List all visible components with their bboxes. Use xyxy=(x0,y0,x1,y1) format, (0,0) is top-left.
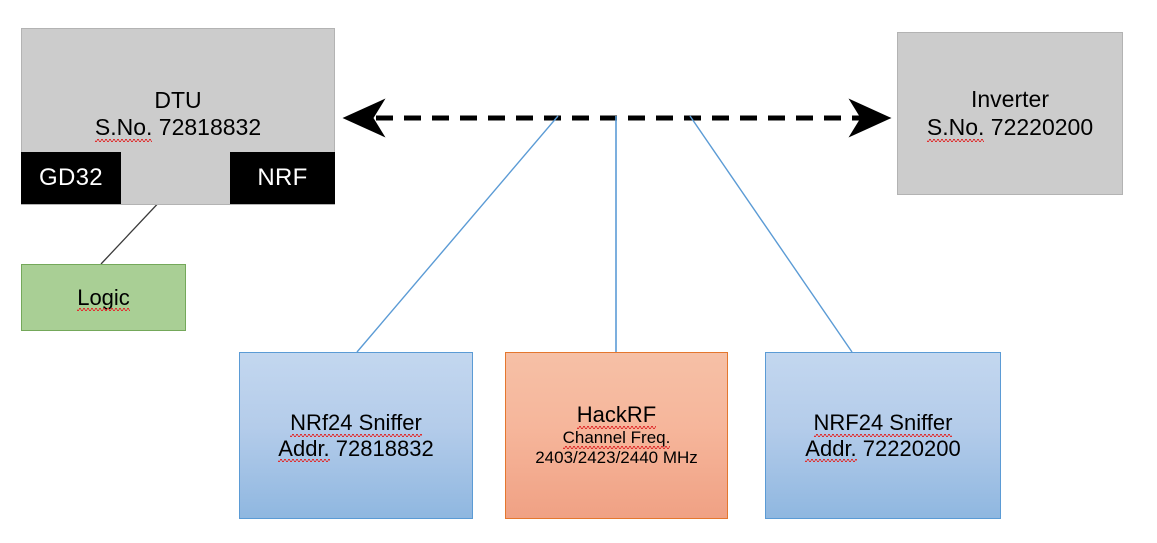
node-logic-analyzer[interactable]: Logic xyxy=(21,264,186,331)
hackrf-title: HackRF xyxy=(576,402,657,430)
sniffer-right-title-text: NRF24 Sniffer xyxy=(813,409,953,437)
sniffer-right-addr-value: 72220200 xyxy=(862,435,961,461)
chip-nrf[interactable]: NRF xyxy=(230,152,335,204)
sniffer-right-tap xyxy=(689,115,853,353)
nrf-label: NRF xyxy=(257,164,308,191)
inverter-serial: S.No. 72220200 xyxy=(926,113,1094,142)
inverter-serial-value: 72220200 xyxy=(990,113,1094,140)
inverter-title: Inverter xyxy=(971,86,1049,113)
hackrf-frequencies: 2403/2423/2440 MHz xyxy=(535,448,698,468)
chip-gd32[interactable]: GD32 xyxy=(21,152,121,204)
hackrf-channel-label-text: Channel Freq. xyxy=(562,428,671,450)
sniffer-right-addr-prefix: Addr. xyxy=(805,435,858,463)
dtu-serial-prefix: S.No. xyxy=(94,114,153,143)
dtu-serial-value: 72818832 xyxy=(158,114,262,141)
sniffer-right-title: NRF24 Sniffer xyxy=(813,409,953,437)
node-sniffer-right[interactable]: NRF24 Sniffer Addr. 72220200 xyxy=(765,352,1001,519)
dtu-serial: S.No. 72818832 xyxy=(94,114,262,143)
gd32-label: GD32 xyxy=(39,164,103,191)
sniffer-left-title: NRf24 Sniffer xyxy=(290,409,422,437)
sniffer-left-title-text: NRf24 Sniffer xyxy=(290,409,422,437)
logic-label: Logic xyxy=(77,284,130,312)
inverter-serial-prefix: S.No. xyxy=(926,113,985,142)
sniffer-left-addr: Addr. 72818832 xyxy=(278,435,434,463)
sniffer-left-addr-prefix: Addr. xyxy=(278,435,331,463)
sniffer-left-tap xyxy=(356,115,559,353)
sniffer-left-addr-value: 72818832 xyxy=(335,435,434,461)
sniffer-right-addr: Addr. 72220200 xyxy=(805,435,961,463)
hackrf-channel-label: Channel Freq. xyxy=(562,428,671,450)
dtu-title: DTU xyxy=(154,87,202,113)
node-inverter[interactable]: Inverter S.No. 72220200 xyxy=(897,32,1123,195)
node-sniffer-left[interactable]: NRf24 Sniffer Addr. 72818832 xyxy=(239,352,473,519)
hackrf-title-text: HackRF xyxy=(576,402,657,430)
node-hackrf[interactable]: HackRF Channel Freq. 2403/2423/2440 MHz xyxy=(505,352,728,519)
